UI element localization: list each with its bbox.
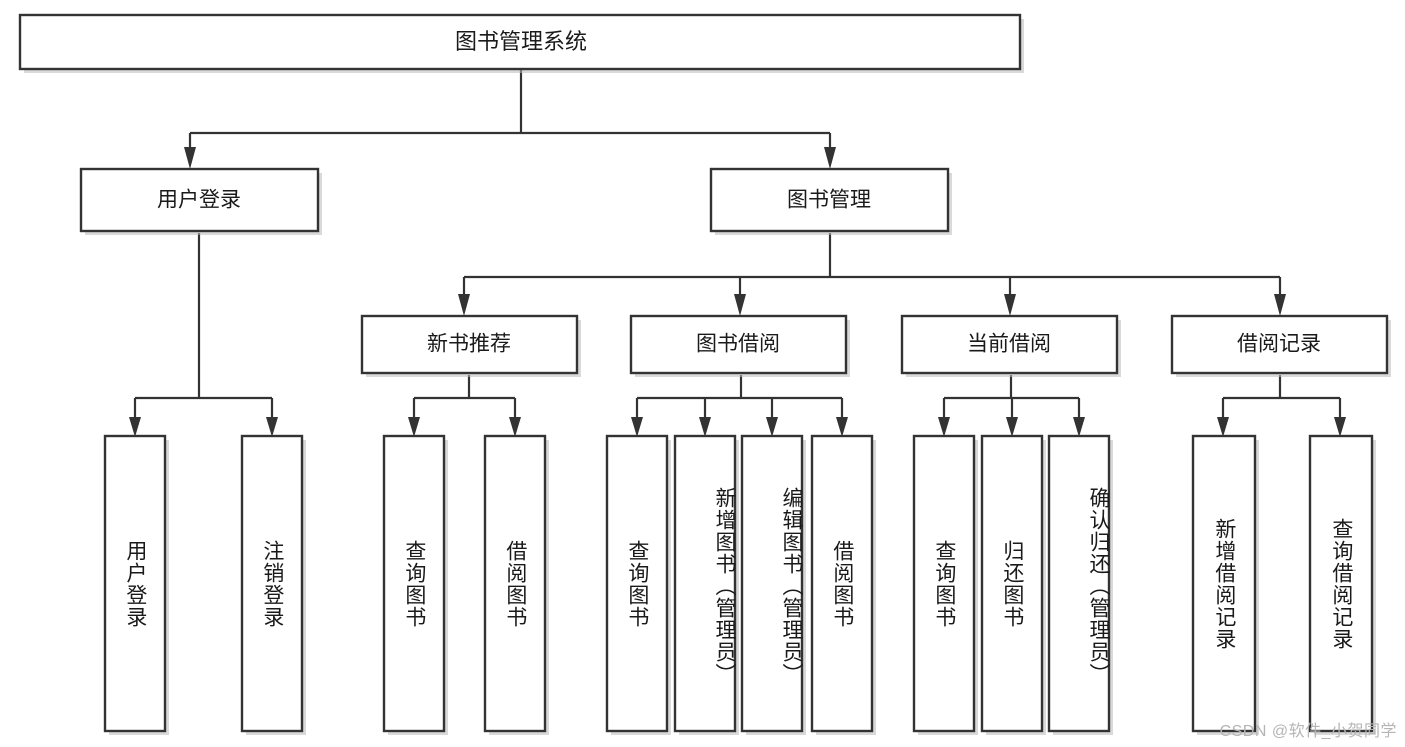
arrowhead-borrow [734,294,746,316]
leaf-box-borrow-3[interactable] [740,434,804,733]
arrowhead-login-l1 [129,417,141,437]
root-label: 图书管理系统 [455,29,587,54]
leaf-box-current-3[interactable] [1047,434,1111,733]
user-login-box[interactable] [79,167,320,233]
node-new-book-recommend[interactable]: 新书推荐 [360,314,581,377]
arrowhead-record [1274,294,1286,316]
new-book-recommend-box[interactable] [360,314,579,375]
arrowhead-newbook-l2 [509,417,521,437]
arrowhead-current-l3 [1073,417,1085,437]
book-borrow-label: 图书借阅 [696,333,780,356]
arrowhead-login-l2 [266,417,278,437]
leaf-box-borrow-4[interactable] [810,434,874,733]
leaf-box-current-2[interactable] [980,434,1044,733]
leaf-box-record-2[interactable] [1308,434,1374,733]
arrowhead-group [129,147,1346,437]
arrowhead-borrow-l1 [631,417,643,437]
node-book-borrow[interactable]: 图书借阅 [629,314,850,377]
arrowhead-borrow-l4 [836,417,848,437]
arrowhead-login [184,147,196,169]
user-login-label: 用户登录 [157,189,241,212]
leaf-box-user-login-1[interactable] [103,434,167,733]
arrowhead-record-l1 [1217,417,1229,437]
node-user-login[interactable]: 用户登录 [79,167,322,235]
leaf-box-newbook-1[interactable] [382,434,446,733]
node-root[interactable]: 图书管理系统 [18,13,1024,73]
arrowhead-borrow-l3 [766,417,778,437]
node-book-management[interactable]: 图书管理 [709,167,952,235]
leaf-box-current-1[interactable] [912,434,976,733]
leaf-box-newbook-2[interactable] [483,434,547,733]
connector-group [133,70,1342,418]
node-current-borrow[interactable]: 当前借阅 [900,314,1121,377]
csdn-watermark: CSDN @软件_小贺同学 [1219,723,1397,740]
book-management-label: 图书管理 [787,189,871,212]
arrowhead-newbook-l1 [408,417,420,437]
leaf-box-borrow-1[interactable] [605,434,669,733]
arrowhead-newbook [458,294,470,316]
current-borrow-box[interactable] [900,314,1119,375]
current-borrow-label: 当前借阅 [967,333,1051,356]
arrowhead-bookmgmt [824,147,836,169]
leaf-box-group [103,434,1376,735]
root-box[interactable] [18,13,1022,71]
borrow-record-label: 借阅记录 [1237,333,1321,356]
arrowhead-current [1004,294,1016,316]
arrowhead-record-l2 [1334,417,1346,437]
node-borrow-record[interactable]: 借阅记录 [1170,314,1391,377]
arrowhead-borrow-l2 [699,417,711,437]
new-book-recommend-label: 新书推荐 [427,333,511,356]
book-borrow-box[interactable] [629,314,848,375]
arrowhead-current-l2 [1006,417,1018,437]
arrowhead-current-l1 [938,417,950,437]
leaf-box-record-1[interactable] [1191,434,1257,733]
borrow-record-box[interactable] [1170,314,1389,375]
leaf-box-borrow-2[interactable] [673,434,737,733]
book-management-box[interactable] [709,167,950,233]
leaf-box-user-login-2[interactable] [240,434,304,733]
